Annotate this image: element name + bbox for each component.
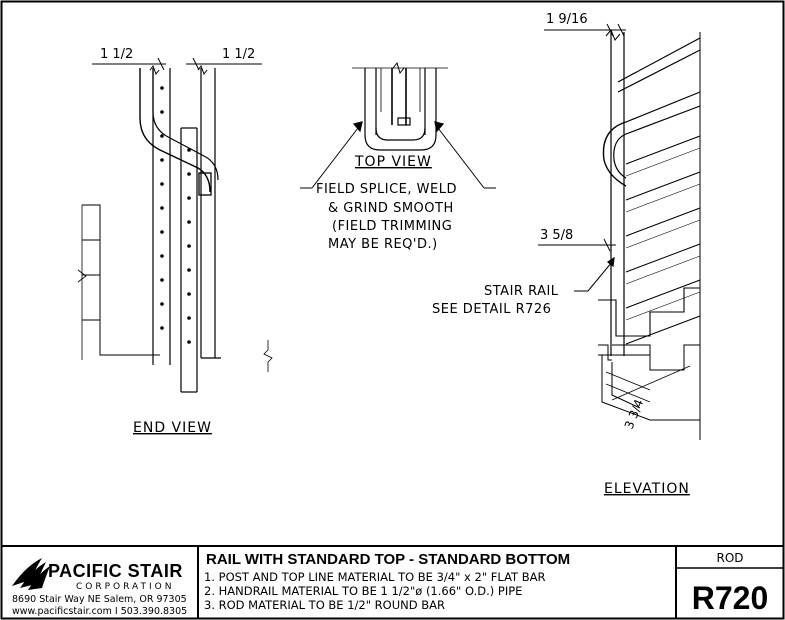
detail-number: R720	[692, 580, 769, 616]
elevation-dim-top: 1 9/16	[546, 12, 588, 27]
end-view-drawing	[77, 57, 273, 393]
company-address: 8690 Stair Way NE Salem, OR 97305	[12, 594, 187, 605]
rod-hole	[187, 172, 191, 176]
rod-hole	[160, 158, 164, 162]
rod-hole	[160, 302, 164, 306]
company-subname: CORPORATION	[76, 582, 174, 592]
elevation-drawing	[538, 23, 701, 440]
rod-hole	[160, 182, 164, 186]
rod-hole	[187, 148, 191, 152]
rod-hole	[160, 110, 164, 114]
end-view-caption: END VIEW	[133, 420, 212, 436]
top-view-drawing	[300, 61, 496, 189]
rod-hole	[160, 206, 164, 210]
top-view-note-line-1: FIELD SPLICE, WELD	[316, 182, 457, 197]
note-line-3: 3. ROD MATERIAL TO BE 1/2" ROUND BAR	[204, 598, 445, 612]
rod-hole	[160, 86, 164, 90]
rod-hole	[187, 316, 191, 320]
rod-hole	[187, 220, 191, 224]
rod-hole	[160, 254, 164, 258]
drawing-type-label: ROD	[716, 551, 743, 565]
top-view-note-line-3: (FIELD TRIMMING	[332, 219, 452, 234]
rod-hole	[187, 268, 191, 272]
stair-rail-callout-line-1: STAIR RAIL	[484, 284, 559, 299]
pacific-stair-logo	[12, 558, 50, 590]
end-view-dim-left: 1 1/2	[100, 47, 133, 62]
rod-hole	[187, 196, 191, 200]
elevation-dim-diag: 3 3/4	[622, 397, 647, 431]
note-line-1: 1. POST AND TOP LINE MATERIAL TO BE 3/4"…	[204, 570, 545, 584]
elevation-caption: ELEVATION	[604, 481, 690, 497]
rod-hole	[187, 340, 191, 344]
end-view-rod-holes	[160, 86, 191, 344]
rod-hole	[187, 292, 191, 296]
stair-rail-callout-line-2: SEE DETAIL R726	[432, 302, 551, 317]
top-view-note-line-2: & GRIND SMOOTH	[328, 201, 454, 216]
rod-hole	[160, 326, 164, 330]
company-contact: www.pacificstair.com I 503.390.8305	[12, 606, 187, 617]
rod-hole	[160, 134, 164, 138]
end-view-dim-right: 1 1/2	[222, 47, 255, 62]
top-view-caption: TOP VIEW	[354, 154, 432, 170]
rod-hole	[187, 244, 191, 248]
rod-hole	[160, 230, 164, 234]
note-line-2: 2. HANDRAIL MATERIAL TO BE 1 1/2"ø (1.66…	[204, 584, 522, 598]
company-name: PACIFIC STAIR	[48, 561, 183, 581]
rod-hole	[160, 278, 164, 282]
elevation-dim-mid: 3 5/8	[540, 228, 573, 243]
top-view-note-line-4: MAY BE REQ'D.)	[328, 237, 438, 252]
title-block	[1, 545, 784, 619]
drawing-title: RAIL WITH STANDARD TOP - STANDARD BOTTOM	[206, 551, 570, 568]
